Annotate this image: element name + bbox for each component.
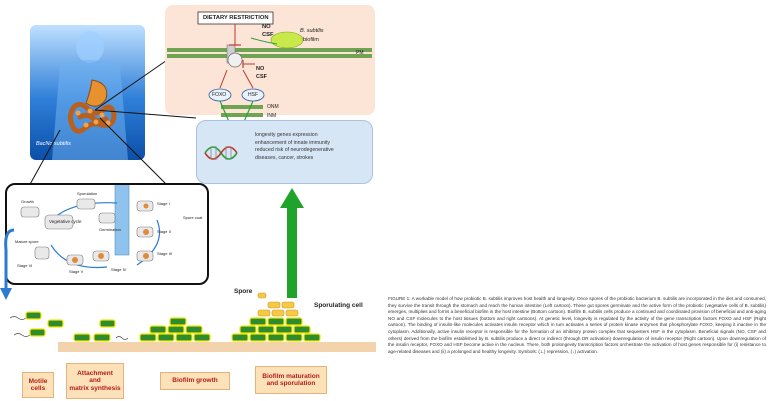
nucleus-line-2: enhancement of innate immunity: [255, 139, 330, 146]
sporulating-cell-label: Sporulating cell: [314, 302, 363, 309]
biofilm-blob: [270, 31, 304, 49]
maturation-cells: [231, 317, 321, 342]
lifecycle-label-7: Stage VI: [17, 263, 33, 268]
lifecycle-label-10: Spore coat: [183, 215, 203, 220]
outer-nuclear-membrane: [221, 105, 263, 109]
lifecycle-label-0: Growth: [21, 199, 34, 204]
blue-down-arrow: [0, 228, 15, 300]
inm-label: INM: [267, 113, 277, 119]
nucleus-line-3: reduced risk of neurodegenerative: [255, 147, 334, 153]
lifecycle-label-6: Stage V: [69, 269, 84, 274]
intestine-floor: [58, 342, 376, 352]
biofilm-label: biofilm: [303, 37, 319, 43]
lifecycle-label-3: Stage II: [157, 229, 171, 234]
plasma-membrane-top: [167, 48, 372, 52]
lifecycle-label-8: Mature spore: [15, 239, 39, 244]
human-body-illustration: BacNo subtilis: [30, 25, 145, 160]
pm-label: PM: [356, 50, 364, 56]
csf-label-top: CSF: [262, 32, 274, 38]
motile-cells: [9, 311, 64, 337]
plasma-membrane-bottom: [167, 54, 372, 58]
nucleus-line-4: diseases, cancer, strokes: [255, 154, 314, 161]
lifecycle-blue-bar: [114, 185, 130, 256]
figure-caption: FIGURE 1: A workable model of how probio…: [388, 296, 766, 354]
onm-label: ONM: [267, 104, 279, 110]
attachment-cells: [73, 319, 116, 342]
lifecycle-label-4: Stage III: [157, 251, 172, 256]
sporulation-cycle-frame: Vegetative cycle Growth Sporulation Stag…: [5, 183, 209, 285]
spore-label: Spore: [234, 288, 253, 295]
inner-nuclear-membrane: [221, 113, 263, 117]
dietary-restriction-label: DIETARY RESTRICTION: [203, 15, 269, 21]
foxo-label: FOXO: [212, 92, 227, 98]
lifecycle-label-1: Sporulation: [77, 191, 98, 196]
body-label: BacNo subtilis: [36, 141, 71, 147]
dna-helix-icon: [204, 146, 238, 160]
sporulation-cycle-svg: [20, 185, 161, 269]
cell-signaling-svg: [167, 11, 372, 125]
hsf-label: HSF: [248, 92, 258, 98]
lifecycle-label-5: Stage IV: [111, 267, 127, 272]
stage-label-biofilm-growth: Biofilm growth: [160, 372, 230, 390]
lifecycle-label-2: Stage I: [157, 201, 170, 206]
spores: [257, 292, 299, 317]
green-up-arrow: [280, 188, 304, 298]
no-label-top: NO: [262, 24, 271, 30]
body-silhouette-svg: [52, 31, 128, 160]
biofilm-strip: [9, 292, 376, 352]
nucleus-panel: longevity genes expression enhancement o…: [196, 120, 373, 184]
csf-label-mid: CSF: [256, 74, 267, 80]
biofilm-growth-cells: [139, 317, 211, 342]
nucleus-line-1: longevity genes expression: [255, 132, 318, 138]
lifecycle-label-9: Germination: [99, 227, 121, 232]
no-label-mid: NO: [256, 66, 265, 72]
bsubtilis-label: B. subtilis: [300, 28, 324, 34]
vegetative-cycle-label: Vegetative cycle: [49, 219, 82, 224]
